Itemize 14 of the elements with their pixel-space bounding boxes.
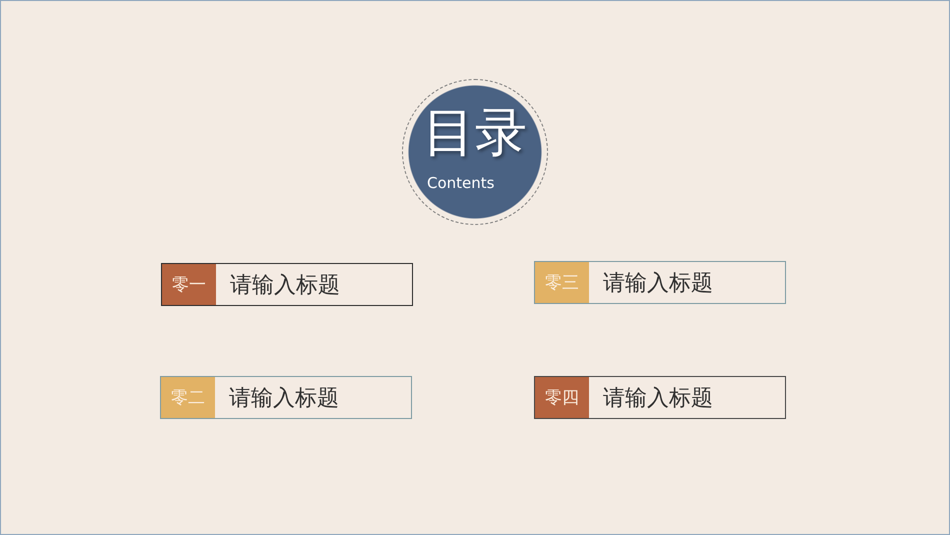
title-box [534, 376, 786, 419]
number-tag: 零四 [535, 377, 589, 418]
title-text: 请输入标题 [602, 384, 713, 412]
title-text: 请输入标题 [228, 384, 339, 412]
title-box [160, 376, 412, 419]
title-text: 请输入标题 [602, 270, 713, 298]
heading-text: 目录 [422, 102, 528, 164]
number-tag: 零二 [161, 377, 215, 418]
subtitle-text: Contents [427, 174, 494, 192]
title-text: 请输入标题 [229, 272, 340, 300]
title-box [534, 261, 786, 304]
number-tag: 零三 [535, 262, 589, 303]
number-tag: 零一 [162, 264, 216, 305]
title-box [161, 263, 413, 306]
